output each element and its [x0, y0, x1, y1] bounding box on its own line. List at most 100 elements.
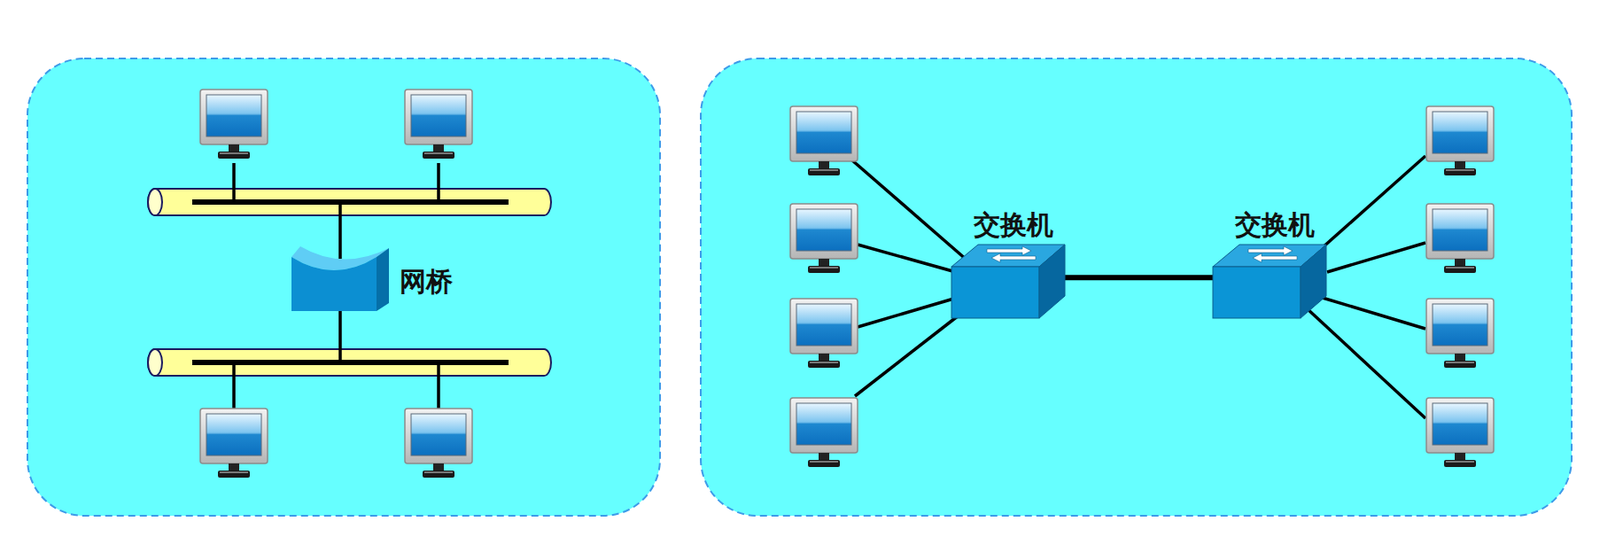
link-wire: [338, 305, 342, 363]
monitor-screen: [796, 209, 852, 251]
monitor-screen: [206, 413, 262, 456]
wire-group: [233, 155, 1426, 419]
computer-icon: [790, 397, 858, 467]
trunk-link: [1064, 274, 1213, 280]
link-wire: [1327, 242, 1426, 272]
bus-body: [147, 349, 552, 376]
link-wire: [854, 315, 959, 397]
monitor-screen: [1432, 303, 1488, 346]
monitor-base: [217, 470, 250, 478]
computer-icon: [1426, 203, 1494, 273]
switch-front: [951, 266, 1040, 319]
bridge-side: [376, 248, 389, 311]
left-panel: [27, 58, 661, 516]
switch-shape: [951, 244, 1065, 319]
monitor-neck: [1454, 161, 1466, 170]
monitor-neck: [1454, 353, 1466, 362]
monitor-base-shine: [424, 152, 453, 155]
bus-body: [147, 188, 552, 216]
monitor-screen: [796, 303, 852, 346]
monitor-bezel: [1426, 203, 1494, 259]
computer-icon: [790, 106, 858, 176]
right-panel: [700, 58, 1572, 516]
monitor-bezel: [1426, 298, 1494, 354]
monitor-neck: [228, 144, 240, 153]
link-wire: [232, 163, 236, 202]
computer-icon: [200, 89, 268, 159]
monitor-bezel: [790, 106, 858, 162]
monitor-bezel: [790, 298, 858, 354]
switch-arrow: [1252, 253, 1298, 263]
switch-node: 交换机: [1212, 209, 1327, 319]
link-wire: [857, 297, 957, 327]
monitor-neck: [818, 353, 830, 362]
switch-arrow: [986, 246, 1032, 256]
computer-icon: [790, 203, 858, 273]
monitor-base: [1444, 168, 1476, 176]
switch-label: 交换机: [973, 209, 1054, 241]
monitor-neck: [818, 258, 830, 267]
monitor-bezel: [790, 397, 858, 453]
monitor-bezel: [404, 408, 473, 464]
monitor-base-shine: [219, 471, 249, 474]
bus-conductor: [192, 199, 509, 205]
monitor-base: [1444, 459, 1476, 467]
link-wire: [436, 362, 441, 410]
link-wire: [857, 244, 963, 274]
monitor-base-shine: [809, 361, 839, 364]
link-wire: [338, 201, 342, 259]
monitor-screen: [1432, 209, 1488, 251]
bus-conductor: [192, 359, 509, 366]
monitor-screen: [411, 94, 467, 137]
bus-end: [147, 349, 163, 376]
bus-end: [147, 188, 163, 216]
link-wire: [1316, 295, 1426, 329]
bridge-node: 网桥: [291, 244, 453, 311]
computer-icon: [790, 298, 858, 368]
monitor-base: [1444, 265, 1476, 273]
monitor-neck: [818, 452, 830, 461]
bus-cable: [147, 349, 552, 376]
switch-side: [1300, 244, 1327, 319]
link-wire: [1321, 155, 1426, 249]
monitor-bezel: [1426, 397, 1494, 453]
monitor-screen: [796, 403, 852, 445]
monitor-neck: [1454, 452, 1466, 461]
monitor-base: [422, 470, 455, 478]
monitor-bezel: [200, 89, 268, 145]
computer-icon: [1426, 106, 1494, 176]
monitor-base-shine: [1445, 169, 1475, 171]
bridge-front: [291, 256, 377, 311]
link-wire: [232, 362, 236, 410]
switch-side: [1039, 244, 1065, 319]
monitor-neck: [1454, 258, 1466, 267]
monitor-base: [1444, 360, 1476, 368]
monitor-screen: [1432, 111, 1488, 154]
computer-icon: [1426, 397, 1494, 467]
monitor-base-shine: [809, 460, 839, 463]
computer-icon: [404, 408, 473, 478]
bridge-shape: [291, 244, 389, 311]
monitor-base-shine: [424, 471, 453, 474]
monitor-base-shine: [809, 266, 839, 269]
monitor-bezel: [790, 203, 858, 259]
monitor-screen: [206, 94, 262, 137]
bus-group: [147, 188, 552, 376]
monitor-neck: [228, 463, 240, 472]
switch-arrow: [1248, 246, 1293, 256]
monitor-base-shine: [219, 152, 249, 155]
switch-label: 交换机: [1234, 209, 1315, 241]
bus-cable: [147, 188, 552, 216]
monitor-base: [217, 151, 250, 159]
link-wire: [1306, 308, 1426, 419]
link-wire: [436, 163, 441, 202]
computer-group: [200, 89, 1494, 478]
monitor-base: [807, 459, 840, 467]
switch-arrow: [991, 253, 1036, 263]
monitor-screen: [796, 111, 852, 154]
monitor-base: [807, 168, 840, 176]
monitor-screen: [1432, 403, 1488, 445]
monitor-base-shine: [809, 169, 839, 171]
